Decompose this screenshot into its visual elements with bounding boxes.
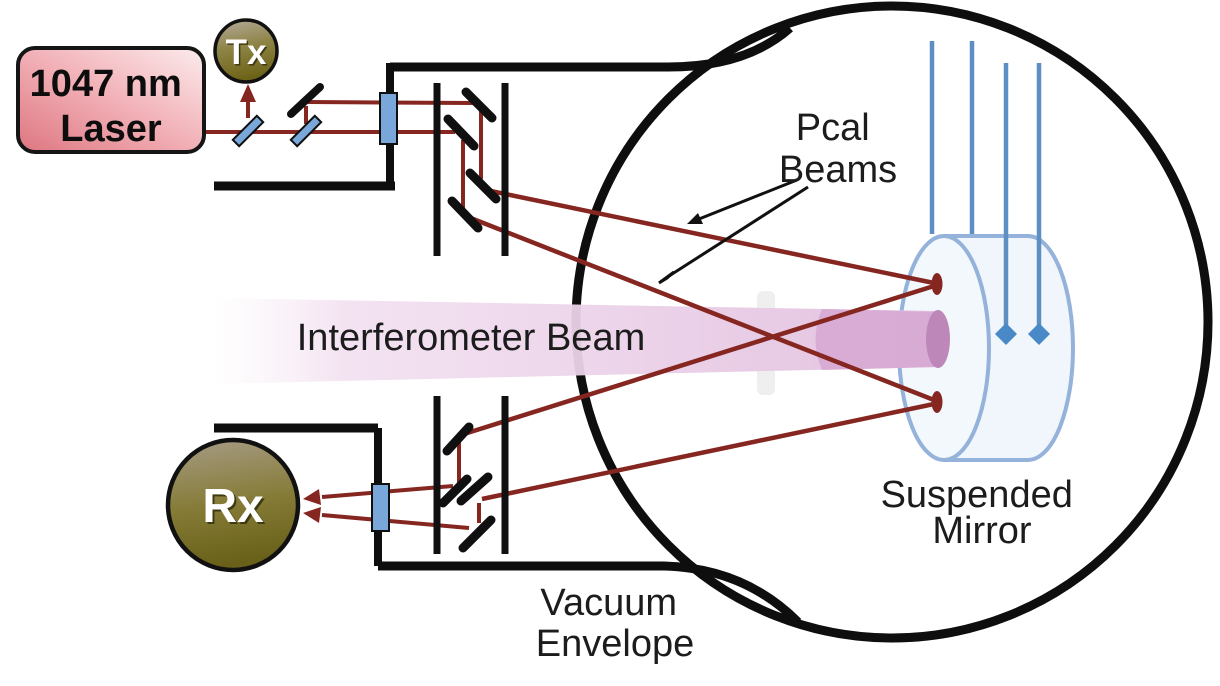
pcal-beam-return-lower <box>481 401 935 502</box>
vacuum-window-bottom <box>371 483 390 532</box>
pcal-label-arrows <box>668 178 809 278</box>
tx-beam-arrowhead <box>240 84 256 102</box>
ifo-beam-spot <box>926 310 950 368</box>
steering-mirror <box>465 168 501 204</box>
laser-module: 1047 nm Laser <box>16 46 206 154</box>
wire-anchor-diamond <box>1028 323 1050 345</box>
pcal-beams-label: Pcal Beams <box>779 107 897 191</box>
annotation-arrowhead <box>658 270 675 285</box>
suspended-mirror-label: Suspended Mirror <box>881 474 1084 552</box>
rx-circle <box>165 437 301 573</box>
steering-mirror <box>443 114 479 151</box>
vacuum-envelope-label: Vacuum Envelope <box>536 582 694 665</box>
annotation-arrowhead <box>687 213 703 224</box>
vacuum-wall-top <box>390 24 793 72</box>
rx-beam-lower <box>321 513 470 530</box>
tx-periscope <box>433 83 509 256</box>
steering-mirror <box>458 515 496 553</box>
tx-label: Tx <box>226 33 267 72</box>
pcal-upper-spot <box>931 273 943 295</box>
steering-mirror <box>438 474 472 508</box>
pcal-beam-to-lower-spot <box>467 214 935 403</box>
laser-box <box>16 46 206 154</box>
rx-beam-arrowhead <box>303 507 321 523</box>
rx-detector: Rx Rx <box>165 437 301 573</box>
rx-beam-arrowhead <box>303 489 321 505</box>
rx-label: Rx <box>202 480 264 533</box>
steering-mirror <box>461 87 497 123</box>
interferometer-beam-label: Interferometer Beam <box>297 317 645 359</box>
wire-anchor-diamond <box>995 323 1017 345</box>
suspension-wires <box>929 41 1042 326</box>
rx-label-shadow: Rx <box>204 482 266 535</box>
steering-mirror <box>447 196 483 233</box>
ifo-beam-core <box>815 309 938 370</box>
interferometer-beam <box>214 298 950 384</box>
beam-splitter <box>289 114 323 148</box>
pcal-beam-paths <box>203 100 935 530</box>
tx-circle <box>213 18 279 84</box>
laser-label: 1047 nm Laser <box>30 63 193 150</box>
input-optics <box>231 83 398 532</box>
fold-mirror <box>287 83 324 118</box>
annotation-arrow <box>668 185 809 278</box>
steering-mirror <box>456 472 493 506</box>
beam-splitter <box>231 114 265 148</box>
vacuum-wall-bottom <box>378 561 802 626</box>
steering-mirror <box>442 422 474 456</box>
vacuum-window-top <box>379 92 398 145</box>
ifo-beam-cone <box>214 298 936 384</box>
tx-detector: Tx Tx <box>213 18 279 84</box>
pcal-beam-return-upper <box>463 283 935 437</box>
pcal-beam-to-upper-spot <box>485 187 935 286</box>
tx-label-shadow: Tx <box>227 35 268 74</box>
pcal-lower-spot <box>931 391 943 413</box>
rx-periscope <box>433 396 509 554</box>
annotation-arrow <box>698 178 798 221</box>
